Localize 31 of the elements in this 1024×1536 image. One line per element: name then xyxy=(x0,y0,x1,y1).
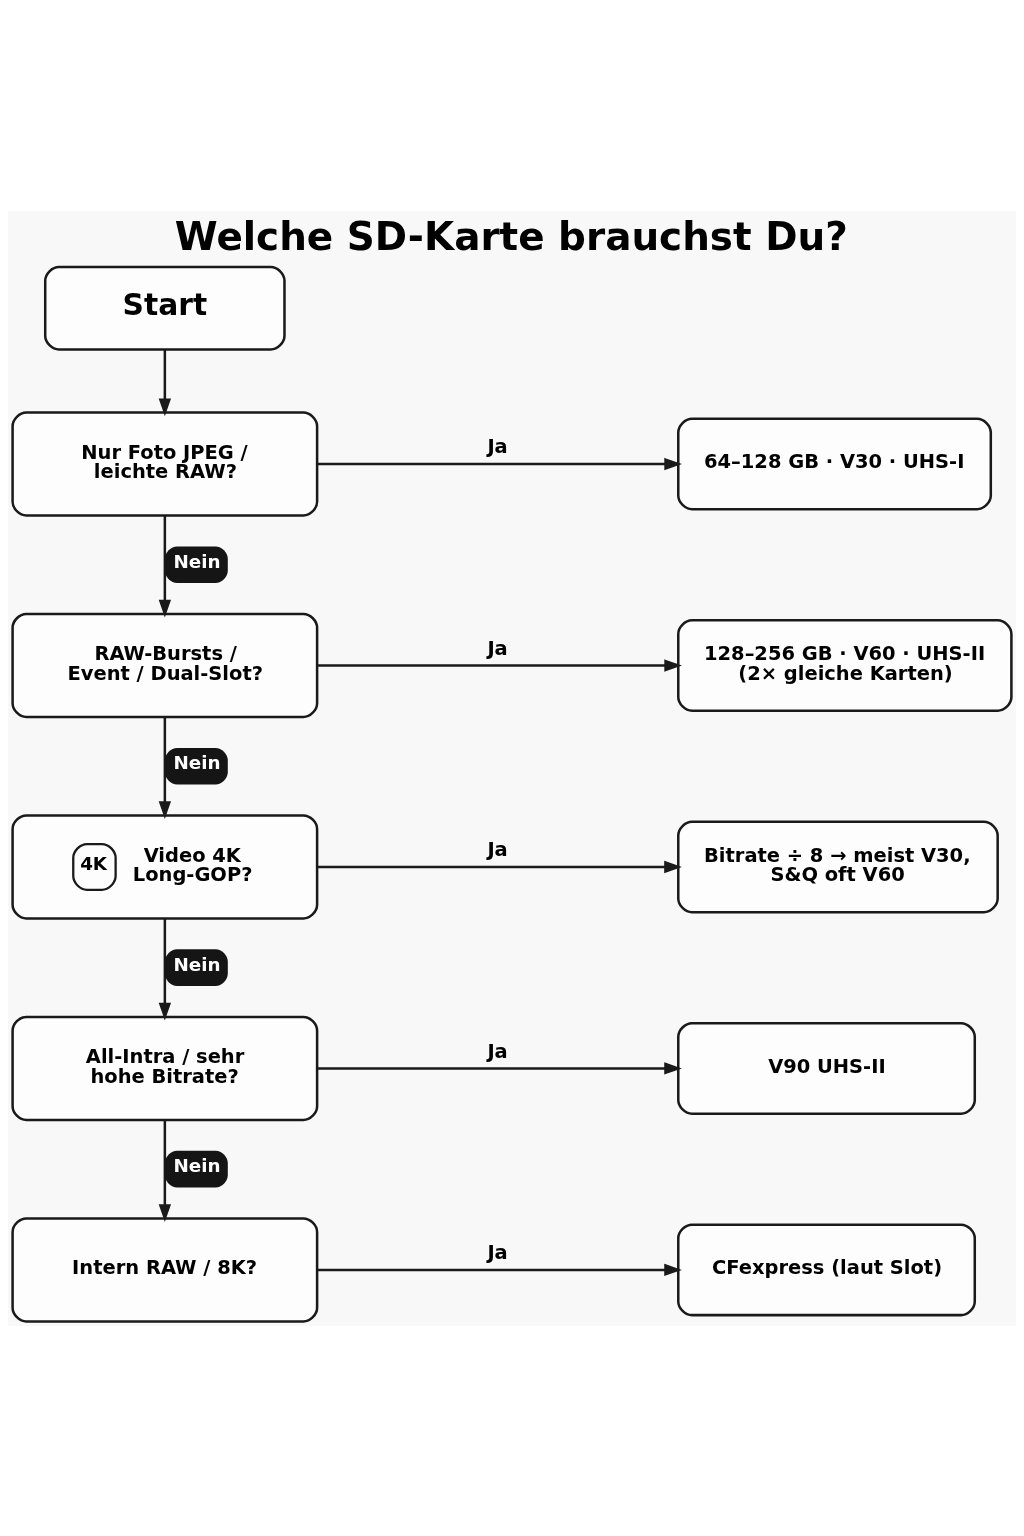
node-box: V90 UHS-II xyxy=(677,1021,977,1115)
diagram-title: Welche SD-Karte brauchst Du? xyxy=(174,213,848,259)
edge-label: Ja xyxy=(487,636,508,660)
edge-label: Ja xyxy=(487,837,508,861)
edge-label: Ja xyxy=(487,1039,508,1063)
edge-label: Ja xyxy=(487,434,508,458)
node-box: All-Intra / sehr hohe Bitrate? xyxy=(11,1015,319,1121)
node-box: 4K Video 4K Long-GOP? xyxy=(11,813,319,920)
node-box: CFexpress (laut Slot) xyxy=(677,1222,977,1316)
node-box: 64–128 GB · V30 · UHS-I xyxy=(677,417,993,510)
arrow xyxy=(317,1061,682,1075)
edge-label: Nein xyxy=(173,1154,221,1176)
arrow xyxy=(158,1119,172,1222)
edge-label: Ja xyxy=(487,1240,508,1264)
arrow xyxy=(158,349,172,416)
edge-label: Nein xyxy=(173,751,221,773)
arrow xyxy=(158,716,172,819)
node-box: Intern RAW / 8K? xyxy=(11,1216,319,1323)
arrow xyxy=(317,1263,682,1276)
edge-label: Nein xyxy=(173,550,221,572)
edge-label: Nein xyxy=(173,953,221,975)
arrow xyxy=(317,860,682,873)
node-box: Bitrate ÷ 8 → meist V30, S&Q oft V60 xyxy=(677,819,999,913)
node-box: 128–256 GB · V60 · UHS-II (2× gleiche Karten) xyxy=(677,618,1013,712)
arrow xyxy=(158,918,172,1020)
node-box: Nur Foto JPEG / leichte RAW? xyxy=(11,410,319,517)
node-box: Start xyxy=(43,265,286,351)
arrow xyxy=(158,515,172,617)
node-box: RAW-Bursts / Event / Dual-Slot? xyxy=(11,612,319,718)
arrow xyxy=(317,658,682,672)
arrow xyxy=(317,457,682,470)
